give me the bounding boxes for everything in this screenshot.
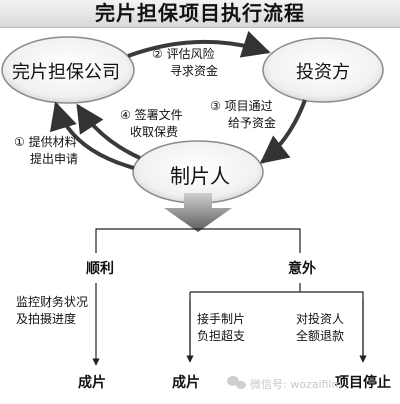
edge-step1-arrow bbox=[49, 101, 135, 170]
branch-accident-label: 意外 bbox=[288, 261, 316, 277]
edge-step4-arrow bbox=[76, 103, 141, 160]
investor-label: 投资方 bbox=[296, 62, 350, 83]
edge-step3-arrow bbox=[259, 99, 307, 164]
outcome-completed-takeover: 成片 bbox=[172, 375, 200, 391]
edge-step1-label: ① 提供材料 提出申请 bbox=[14, 135, 79, 166]
edge-step2-arrow bbox=[127, 30, 271, 58]
wechat-icon bbox=[227, 376, 246, 389]
page-title: 完片担保项目执行流程 bbox=[0, 0, 400, 28]
action-takeover: 接手制片 负担超支 bbox=[197, 312, 246, 343]
outcome-completed-smooth: 成片 bbox=[78, 375, 106, 391]
branch-lines bbox=[92, 228, 367, 366]
investor-node bbox=[262, 37, 384, 103]
outcome-project-halted: 项目停止 bbox=[335, 375, 391, 391]
edge-step3-label: ③ 项目通过 给予资金 bbox=[210, 99, 277, 130]
big-down-arrow bbox=[164, 193, 232, 232]
branch-smooth-label: 顺利 bbox=[86, 261, 114, 277]
edge-step2-label: ② 评估风险 寻求资金 bbox=[152, 47, 219, 78]
action-monitor: 监控财务状况 及拍摄进度 bbox=[16, 295, 89, 326]
producer-label: 制片人 bbox=[170, 164, 230, 188]
watermark-text: 微信号: wozaifilm bbox=[250, 378, 343, 391]
guarantor-label: 完片担保公司 bbox=[12, 62, 120, 83]
edge-step4-label: ④ 签署文件 收取保费 bbox=[120, 108, 183, 139]
action-refund: 对投资人 全额退款 bbox=[296, 312, 345, 343]
